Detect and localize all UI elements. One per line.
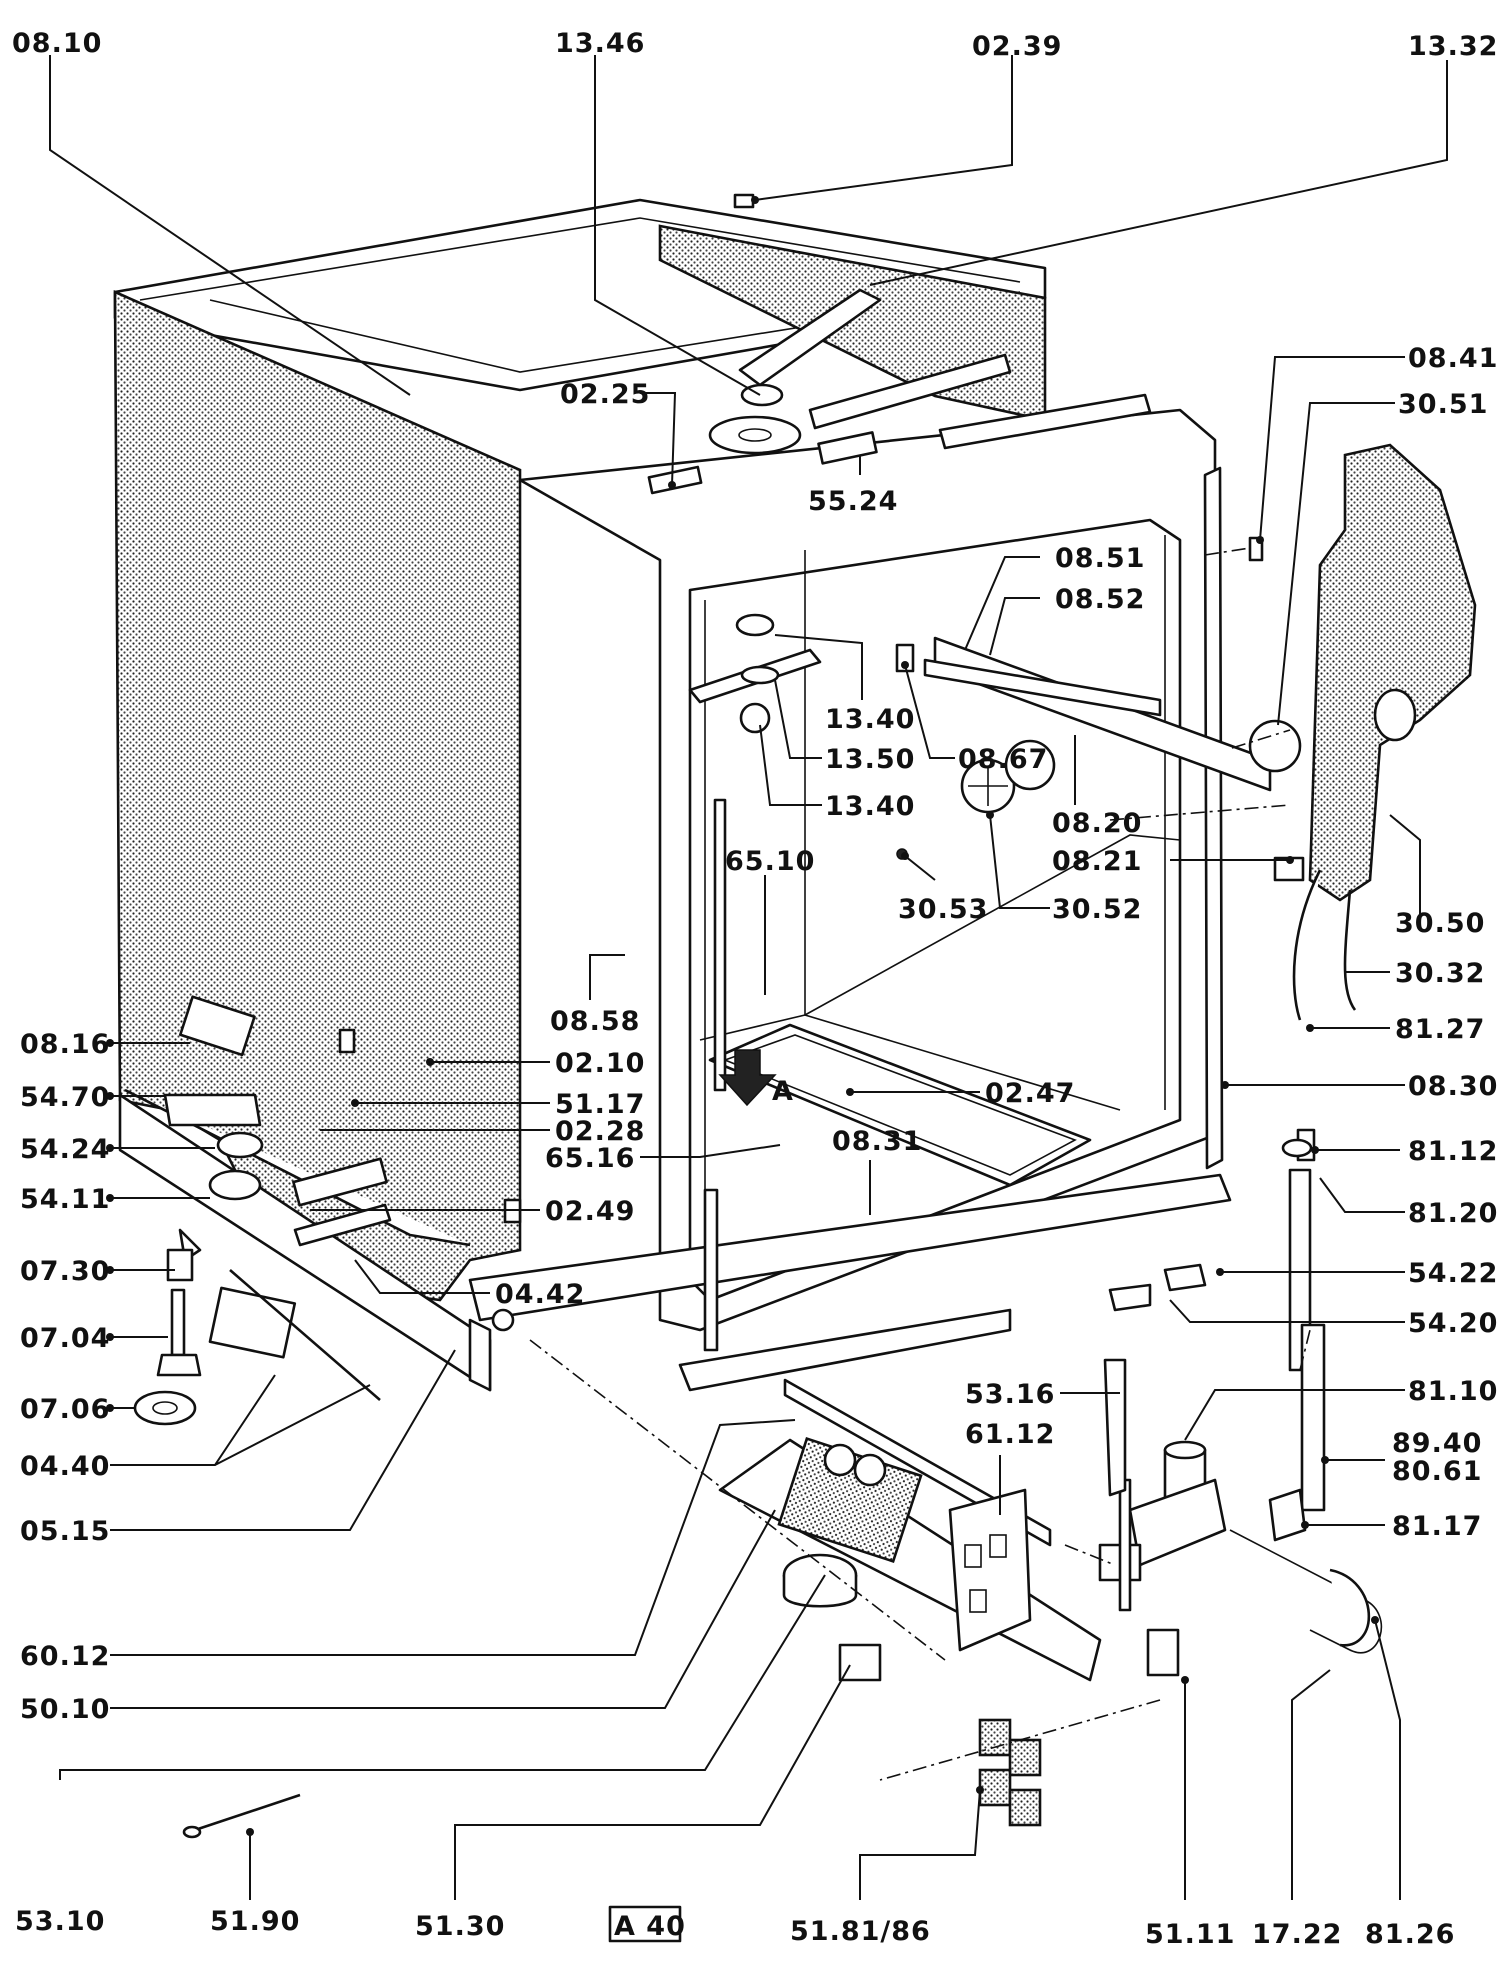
callout-02-25: 02.25 (560, 379, 650, 410)
callout-08-51: 08.51 (1055, 543, 1145, 574)
callout-60-12: 60.12 (20, 1641, 110, 1672)
callout-30-52: 30.52 (1052, 894, 1142, 925)
callout-labels: 08.10 13.46 02.39 13.32 08.41 30.51 02.2… (12, 28, 1498, 1950)
callout-30-50: 30.50 (1395, 908, 1485, 939)
callout-08-67: 08.67 (958, 744, 1048, 775)
callout-08-41: 08.41 (1408, 343, 1498, 374)
clip (733, 193, 755, 209)
callout-08-58: 08.58 (550, 1006, 640, 1037)
callout-02-10: 02.10 (555, 1048, 645, 1079)
callout-80-61: 80.61 (1392, 1456, 1482, 1487)
callout-04-42: 04.42 (495, 1279, 585, 1310)
callout-54-70: 54.70 (20, 1082, 110, 1113)
plumbing-assembly (1098, 1128, 1383, 1677)
top-spray-arm-assembly (647, 288, 1152, 495)
callout-51-11: 51.11 (1145, 1919, 1235, 1950)
callout-51-17: 51.17 (555, 1089, 645, 1120)
callout-08-20: 08.20 (1052, 808, 1142, 839)
callout-07-04: 07.04 (20, 1323, 110, 1354)
callout-81-17: 81.17 (1392, 1511, 1482, 1542)
callout-81-27: 81.27 (1395, 1014, 1485, 1045)
callout-13-40-upper: 13.40 (825, 704, 915, 735)
callout-08-30: 08.30 (1408, 1071, 1498, 1102)
callout-81-20: 81.20 (1408, 1198, 1498, 1229)
leader-dots (106, 196, 1379, 1836)
callout-51-30: 51.30 (415, 1911, 505, 1942)
dispenser (896, 739, 1056, 860)
callout-54-24: 54.24 (20, 1134, 110, 1165)
callout-02-47: 02.47 (985, 1078, 1075, 1109)
callout-05-15: 05.15 (20, 1516, 110, 1547)
callout-02-39: 02.39 (972, 31, 1062, 62)
lower-spray-arm-assembly (688, 613, 822, 1352)
callout-51-81-86: 51.81/86 (790, 1916, 931, 1947)
callout-54-22: 54.22 (1408, 1258, 1498, 1289)
water-softener (1248, 443, 1477, 1021)
lower-left-parts (124, 995, 522, 1426)
callout-07-30: 07.30 (20, 1256, 110, 1287)
callout-53-10: 53.10 (15, 1906, 105, 1937)
view-a-label: A (772, 1076, 794, 1107)
callout-02-28: 02.28 (555, 1116, 645, 1147)
callout-17-22: 17.22 (1252, 1919, 1342, 1950)
callout-04-40: 04.40 (20, 1451, 110, 1482)
callout-08-16: 08.16 (20, 1029, 110, 1060)
callout-54-11: 54.11 (20, 1184, 110, 1215)
relay-cluster (978, 1718, 1042, 1827)
leader-lines (49, 55, 1448, 1900)
callout-13-50: 13.50 (825, 744, 915, 775)
callout-54-20: 54.20 (1408, 1308, 1498, 1339)
latch-bracket (895, 643, 915, 673)
callout-08-10: 08.10 (12, 28, 102, 59)
callout-65-16: 65.16 (545, 1143, 635, 1174)
tub (468, 408, 1272, 1392)
callout-30-32: 30.32 (1395, 958, 1485, 989)
figure-id-box (608, 1905, 682, 1943)
callout-02-49: 02.49 (545, 1196, 635, 1227)
callout-81-26: 81.26 (1365, 1919, 1455, 1950)
callout-08-31: 08.31 (832, 1126, 922, 1157)
callout-65-10: 65.10 (725, 846, 815, 877)
callout-30-53: 30.53 (898, 894, 988, 925)
callout-08-21: 08.21 (1052, 846, 1142, 877)
control-tray (718, 1358, 1132, 1682)
callout-30-51: 30.51 (1398, 389, 1488, 420)
callout-89-40: 89.40 (1392, 1428, 1482, 1459)
callout-81-10: 81.10 (1408, 1376, 1498, 1407)
callout-13-46: 13.46 (555, 28, 645, 59)
callout-51-90: 51.90 (210, 1906, 300, 1937)
figure-id-label: A 40 (614, 1911, 686, 1942)
callout-13-32: 13.32 (1408, 31, 1498, 62)
cable-tie (194, 1793, 301, 1832)
callout-07-06: 07.06 (20, 1394, 110, 1425)
callout-61-12: 61.12 (965, 1419, 1055, 1450)
callout-53-16: 53.16 (965, 1379, 1055, 1410)
callout-81-12: 81.12 (1408, 1136, 1498, 1167)
callout-55-24: 55.24 (808, 486, 898, 517)
callout-08-52: 08.52 (1055, 584, 1145, 615)
callout-13-40-lower: 13.40 (825, 791, 915, 822)
view-a-arrow-icon (718, 1049, 777, 1107)
callout-50-10: 50.10 (20, 1694, 110, 1725)
